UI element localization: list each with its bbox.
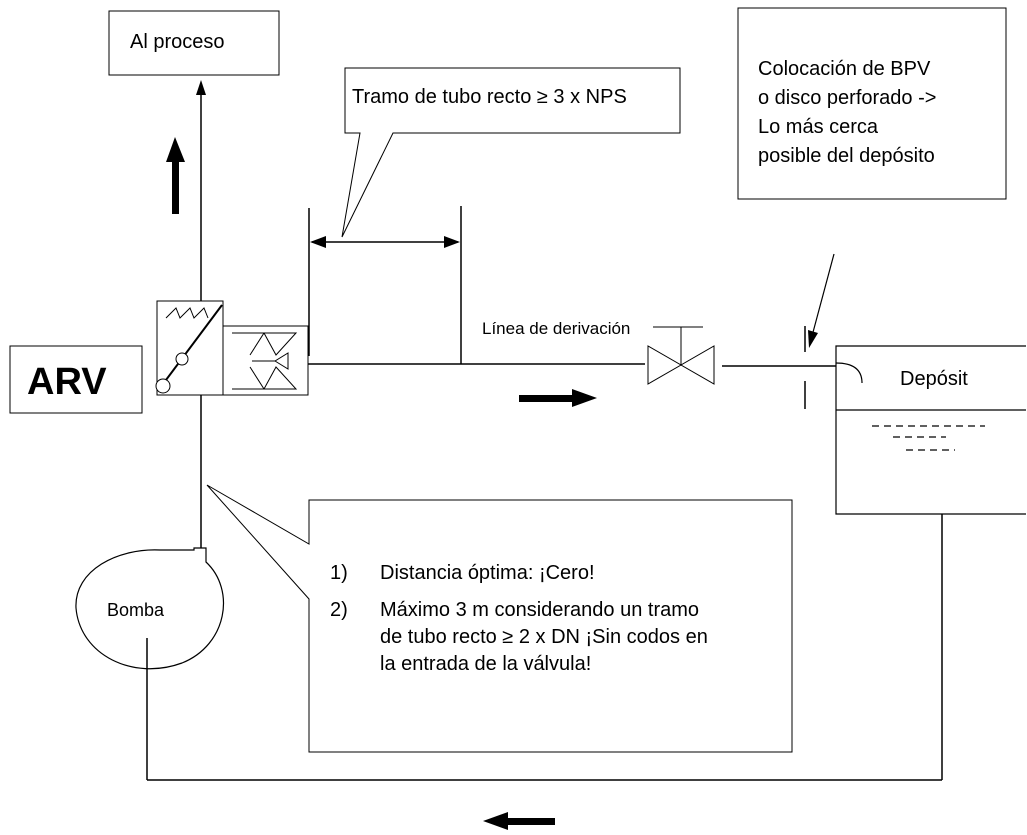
note-item: 2) Máximo 3 m considerando un tramo de t… <box>330 597 720 678</box>
lever-pivot-upper <box>175 352 189 366</box>
note-number: 1) <box>330 562 348 584</box>
left-flow-arrow-head <box>483 812 508 830</box>
colocacion-pointer <box>811 253 835 337</box>
colocacion-line-2: o disco perforado -> <box>758 87 937 109</box>
colocacion-line-3: Lo más cerca <box>758 116 879 138</box>
note-number: 2) <box>330 599 348 621</box>
up-flow-arrow-head <box>166 137 185 162</box>
tramo-callout-box <box>341 67 681 238</box>
al-proceso-box <box>108 10 280 76</box>
note-text: Distancia óptima: ¡Cero! <box>380 562 595 584</box>
pump-body <box>75 547 225 670</box>
dim-arrowhead-right <box>444 236 460 248</box>
tank-outline <box>835 345 1026 515</box>
colocacion-box <box>737 7 1007 200</box>
spring-icon <box>165 307 209 319</box>
notes-panel: 1) Distancia óptima: ¡Cero! 2) Máximo 3 … <box>330 560 720 688</box>
dim-arrowhead-left <box>310 236 326 248</box>
deposito-label: Depósit <box>900 368 968 390</box>
bypass-right-arrow <box>252 352 289 370</box>
colocacion-text: Colocación de BPV o disco perforado -> L… <box>758 55 936 171</box>
tramo-label: Tramo de tubo recto ≥ 3 x NPS <box>352 86 627 108</box>
note-text: Máximo 3 m considerando un tramo de tubo… <box>380 599 708 675</box>
colocacion-line-1: Colocación de BPV <box>758 58 931 80</box>
up-flow-arrow-shaft <box>172 158 179 214</box>
right-flow-arrow-head <box>572 389 597 407</box>
left-flow-arrow-shaft <box>505 818 555 825</box>
notes-list: 1) Distancia óptima: ¡Cero! 2) Máximo 3 … <box>330 560 720 678</box>
process-arrowhead <box>196 80 206 95</box>
bomba-label: Bomba <box>107 600 165 620</box>
colocacion-line-4: posible del depósito <box>758 145 935 167</box>
colocacion-pointer-head <box>808 330 818 348</box>
right-flow-arrow-shaft <box>519 395 575 402</box>
lever-pivot-lower <box>155 378 171 394</box>
note-item: 1) Distancia óptima: ¡Cero! <box>330 560 720 587</box>
valve-lever <box>162 304 223 385</box>
gate-valve-right <box>679 345 715 385</box>
arv-label-box <box>9 345 143 414</box>
gate-valve-left <box>647 345 683 385</box>
bypass-upper-funnel <box>232 332 298 356</box>
notes-callout-box <box>206 484 793 753</box>
al-proceso-label: Al proceso <box>130 31 225 53</box>
linea-derivacion-label: Línea de derivación <box>482 319 631 338</box>
arv-label: ARV <box>27 361 107 403</box>
bypass-lower-funnel <box>232 366 298 390</box>
tank-inlet-curve <box>835 362 863 384</box>
